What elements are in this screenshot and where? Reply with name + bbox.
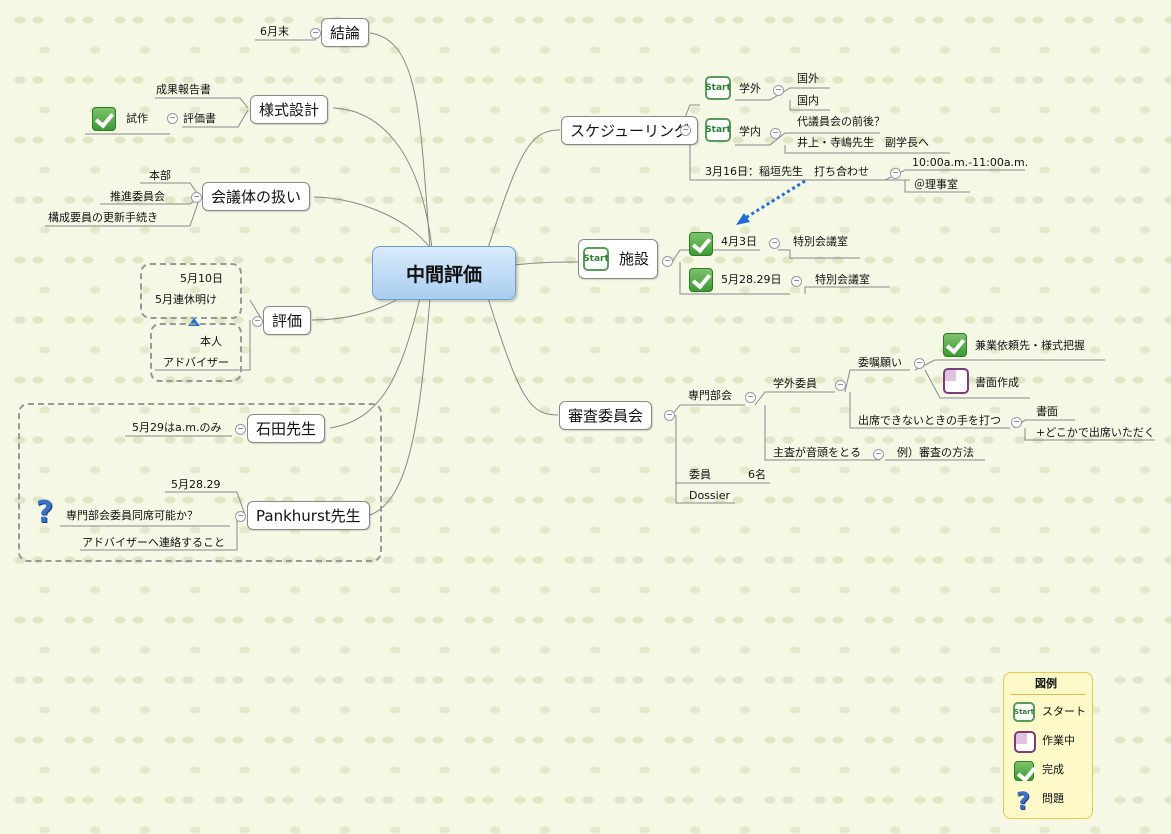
sched-gakunai-vp[interactable]: 井上・寺嶋先生 副学長へ [797, 136, 929, 149]
shinsa-gakugai-iin[interactable]: 学外委員 [773, 377, 817, 390]
collapse-toggle[interactable]: − [1011, 417, 1022, 428]
sched-meeting-room[interactable]: ＠理事室 [914, 178, 958, 191]
sched-gakugai-domestic[interactable]: 国内 [797, 94, 819, 107]
collapse-toggle[interactable]: − [914, 358, 925, 369]
in-progress-icon [943, 368, 969, 394]
shinsa-shusa[interactable]: 主査が音頭をとる [773, 446, 861, 459]
hyoka-group1-box [140, 263, 242, 319]
ishida-child[interactable]: 5月29はa.m.のみ [132, 421, 222, 434]
hyoka-date[interactable]: 5月10日 [180, 272, 223, 285]
sched-meeting-time[interactable]: 10:00a.m.-11:00a.m. [912, 156, 1029, 169]
collapse-toggle[interactable]: − [680, 125, 691, 136]
collapse-toggle[interactable]: − [770, 128, 781, 139]
collapse-toggle[interactable]: − [664, 410, 675, 421]
ketsuron-child[interactable]: 6月末 [260, 25, 289, 38]
collapse-toggle[interactable]: − [745, 392, 756, 403]
topic-kaigi[interactable]: 会議体の扱い [202, 182, 311, 211]
pankhurst-contact[interactable]: アドバイザーへ連絡すること [82, 536, 225, 549]
pankhurst-date[interactable]: 5月28.29 [171, 478, 221, 491]
collapse-toggle[interactable]: − [769, 238, 780, 249]
hyoka-group2-box [150, 323, 242, 382]
check-icon [943, 333, 967, 357]
collapse-toggle[interactable]: − [235, 511, 246, 522]
topic-shisetsu[interactable]: 施設 [578, 239, 659, 279]
collapse-toggle[interactable]: − [791, 276, 802, 287]
shinsa-shusseki-attend[interactable]: +どこかで出席いただく [1036, 426, 1155, 439]
sched-gakunai-council[interactable]: 代議員会の前後？ [797, 115, 885, 128]
sched-gakugai-foreign[interactable]: 国外 [797, 72, 819, 85]
shisetsu-room-2[interactable]: 特別会議室 [815, 273, 870, 286]
collapse-toggle[interactable]: − [662, 256, 673, 267]
shinsa-ishoku-kengyo[interactable]: 兼業依頼先・様式把握 [975, 339, 1085, 352]
yoshiki-child-eval[interactable]: 評価書 [183, 112, 216, 125]
hyoka-after-holiday[interactable]: 5月連休明け [155, 293, 217, 306]
topic-yoshiki[interactable]: 様式設計 [250, 95, 329, 124]
sched-gakugai[interactable]: 学外 [739, 82, 761, 95]
legend-problem: 問題 [1042, 792, 1064, 805]
sched-meeting[interactable]: 3月16日：稲垣先生 打ち合わせ [705, 165, 869, 178]
shinsa-senmon[interactable]: 専門部会 [688, 389, 732, 402]
collapse-toggle[interactable]: − [890, 168, 901, 179]
sched-gakunai[interactable]: 学内 [739, 125, 761, 138]
start-icon: Start [705, 76, 731, 100]
collapse-toggle[interactable]: − [252, 316, 263, 327]
topic-scheduling[interactable]: スケジューリング [561, 116, 698, 145]
yoshiki-child-report[interactable]: 成果報告書 [156, 83, 211, 96]
shinsa-shusseki-shomen[interactable]: 書面 [1036, 405, 1058, 418]
question-icon: ? [36, 495, 54, 530]
collapse-toggle[interactable]: − [310, 28, 321, 39]
legend-start: スタート [1042, 705, 1086, 718]
collapse-toggle[interactable]: − [873, 449, 884, 460]
legend-in-progress: 作業中 [1042, 734, 1075, 747]
topic-ketsuron[interactable]: 結論 [321, 18, 370, 47]
shisetsu-room-1[interactable]: 特別会議室 [793, 235, 848, 248]
central-topic[interactable]: 中間評価 [372, 246, 516, 300]
kaigi-child-kosei[interactable]: 構成要員の更新手続き [48, 211, 158, 224]
shisetsu-label: 施設 [619, 250, 650, 268]
shinsa-shusseki[interactable]: 出席できないときの手を打つ [858, 414, 1001, 427]
legend-divider [1010, 694, 1086, 695]
kaigi-child-honbu[interactable]: 本部 [149, 169, 171, 182]
topic-shinsa[interactable]: 審査委員会 [559, 401, 653, 430]
collapse-toggle[interactable]: − [167, 113, 178, 124]
collapse-toggle[interactable]: − [773, 85, 784, 96]
shinsa-ishoku-shomen[interactable]: 書面作成 [975, 376, 1019, 389]
kaigi-child-suishin[interactable]: 推進委員会 [110, 190, 165, 203]
topic-pankhurst[interactable]: Pankhurst先生 [247, 501, 370, 530]
shinsa-iin-count[interactable]: 6名 [748, 468, 766, 481]
start-icon: Start [705, 118, 731, 142]
hyoka-advisor[interactable]: アドバイザー [163, 356, 229, 369]
pankhurst-question[interactable]: 専門部会委員同席可能か？ [66, 509, 198, 522]
shinsa-dossier[interactable]: Dossier [689, 489, 731, 502]
start-icon: Start [583, 247, 609, 271]
collapse-toggle[interactable]: − [835, 380, 846, 391]
check-icon [689, 268, 713, 292]
in-progress-icon [1014, 731, 1036, 753]
check-icon [1014, 761, 1034, 781]
legend-title: 図例 [1035, 677, 1057, 690]
start-icon: Start [1013, 702, 1035, 722]
collapse-toggle[interactable]: − [235, 424, 246, 435]
collapse-toggle[interactable]: − [191, 192, 202, 203]
shinsa-iin[interactable]: 委員 [689, 468, 711, 481]
hyoka-self[interactable]: 本人 [200, 335, 222, 348]
check-icon [689, 232, 713, 256]
topic-hyoka[interactable]: 評価 [263, 306, 312, 335]
shinsa-shusa-method[interactable]: 例）審査の方法 [897, 446, 974, 459]
shisetsu-date-1[interactable]: 4月3日 [721, 235, 757, 248]
check-icon [92, 107, 116, 131]
legend: 図例 Start スタート 作業中 完成 ? 問題 [1003, 672, 1093, 819]
topic-ishida[interactable]: 石田先生 [247, 414, 326, 443]
shisetsu-date-2[interactable]: 5月28.29日 [721, 273, 782, 286]
question-icon: ? [1016, 787, 1030, 815]
advisor-group-box [18, 403, 382, 562]
yoshiki-sub-trial[interactable]: 試作 [126, 112, 148, 125]
shinsa-ishoku[interactable]: 委嘱願い [858, 356, 902, 369]
legend-complete: 完成 [1042, 763, 1064, 776]
